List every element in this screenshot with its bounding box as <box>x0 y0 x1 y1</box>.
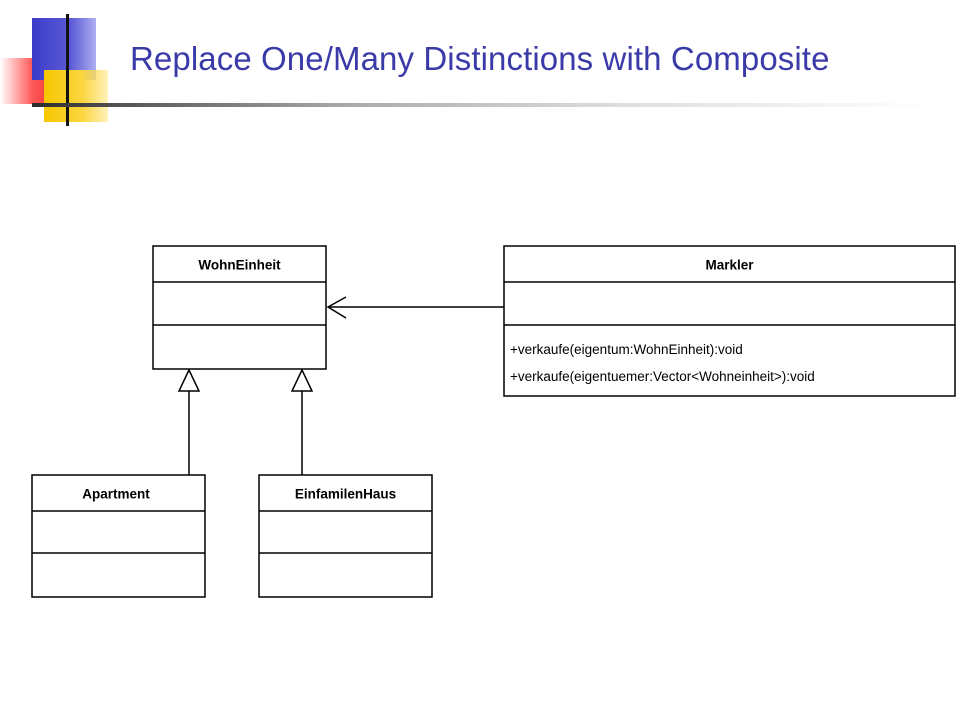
markler-operation-1: +verkaufe(eigentum:WohnEinheit):void <box>510 342 743 357</box>
class-apartment: Apartment <box>31 474 206 598</box>
class-markler: Markler +verkaufe(eigentum:WohnEinheit):… <box>503 245 956 397</box>
class-name-einfamilenhaus: EinfamilenHaus <box>295 487 396 502</box>
markler-operation-2: +verkaufe(eigentuemer:Vector<Wohneinheit… <box>510 369 815 384</box>
class-einfamilenhaus: EinfamilenHaus <box>258 474 433 598</box>
generalization-apartment-to-wohneinheit <box>177 368 201 475</box>
title-decoration-blue <box>32 18 96 80</box>
association-arrow-markler-to-wohneinheit <box>326 296 504 319</box>
title-decoration-yellow <box>44 70 108 122</box>
title-decoration-vertical-line <box>66 14 69 126</box>
slide-title: Replace One/Many Distinctions with Compo… <box>130 40 830 77</box>
generalization-einfamilenhaus-to-wohneinheit <box>290 368 314 475</box>
class-name-markler: Markler <box>705 258 754 273</box>
class-name-wohneinheit: WohnEinheit <box>198 258 281 273</box>
title-underline <box>32 103 932 107</box>
class-wohneinheit: WohnEinheit <box>152 245 327 370</box>
class-name-apartment: Apartment <box>82 487 150 502</box>
